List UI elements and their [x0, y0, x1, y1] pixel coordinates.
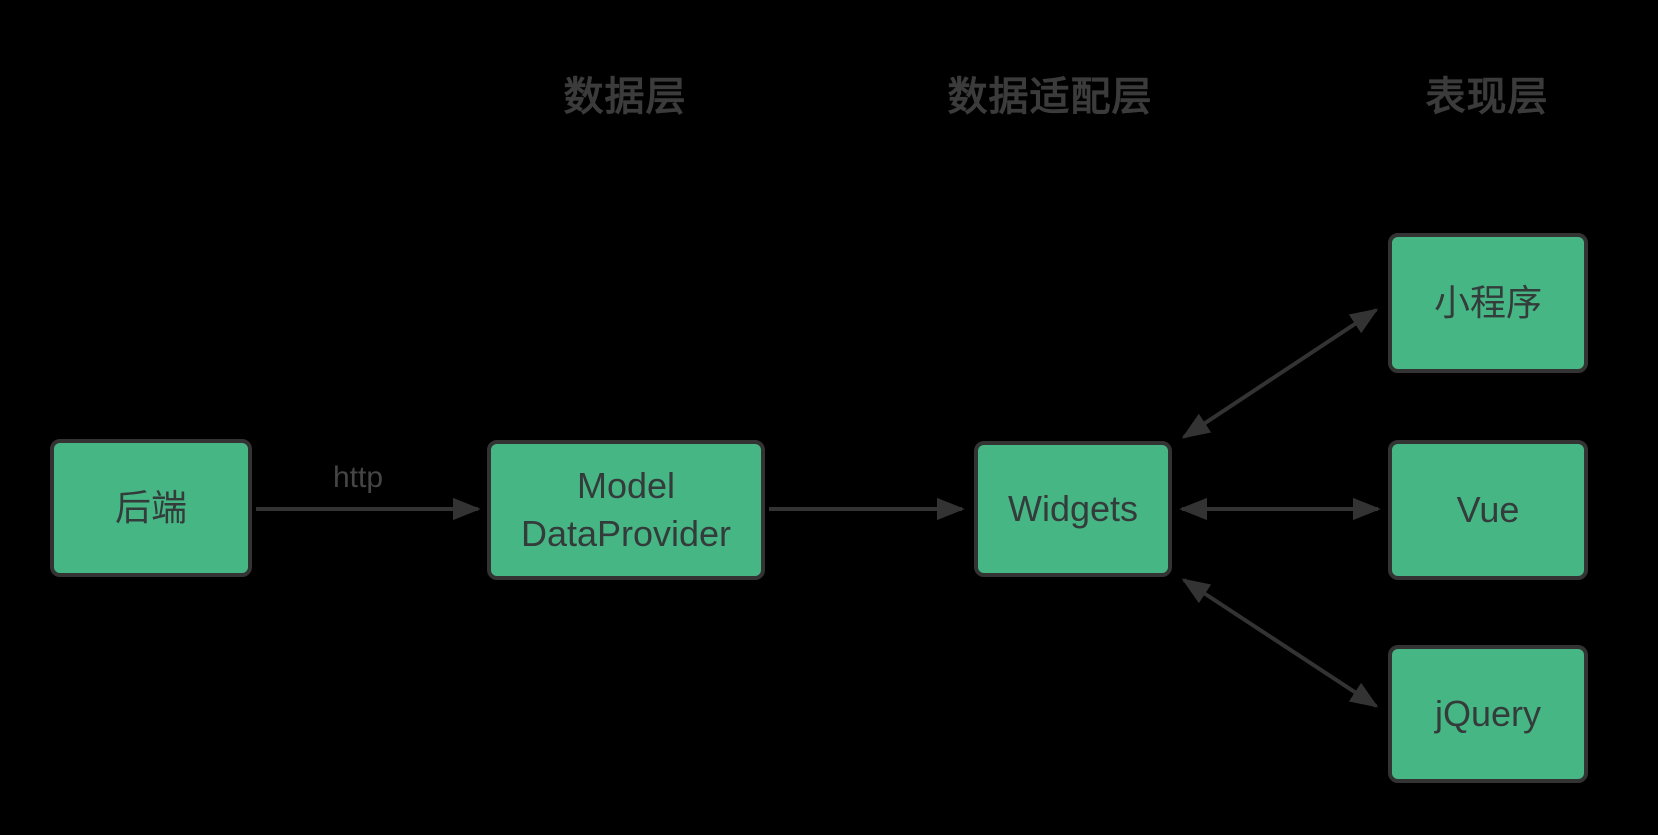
node-model-dataprovider: Model DataProvider: [487, 440, 765, 580]
node-widgets: Widgets: [974, 441, 1172, 577]
node-vue: Vue: [1388, 440, 1588, 580]
edge-label-http: http: [333, 461, 384, 494]
edge-widgets-miniprogram: [1181, 308, 1379, 439]
layer-header-adapter: 数据适配层: [947, 75, 1153, 119]
edge-widgets-jquery: [1181, 578, 1379, 708]
layer-header-data: 数据层: [563, 75, 687, 119]
node-backend: 后端: [50, 439, 252, 577]
node-jquery: jQuery: [1388, 645, 1588, 783]
node-miniprogram: 小程序: [1388, 233, 1588, 373]
layer-header-presentation: 表现层: [1425, 75, 1549, 119]
